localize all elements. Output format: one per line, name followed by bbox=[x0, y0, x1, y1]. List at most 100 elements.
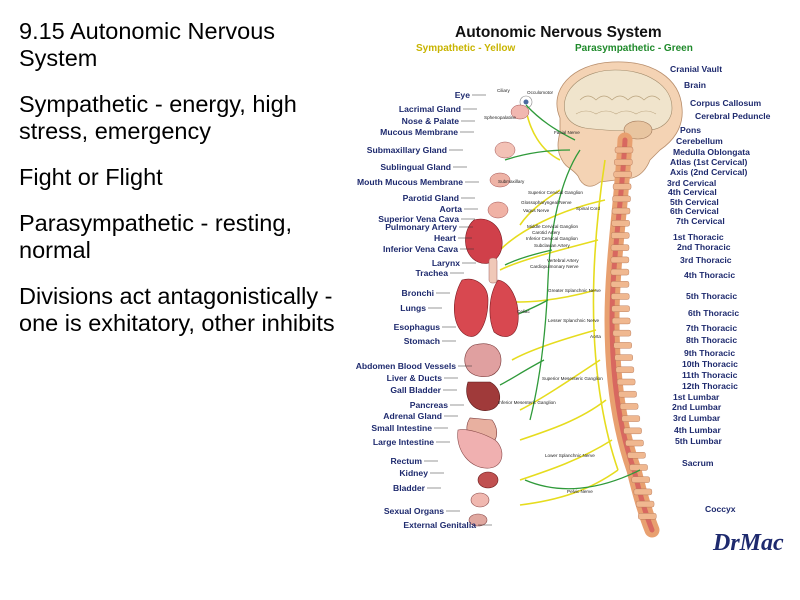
drmac-signature: DrMac bbox=[712, 530, 784, 556]
vertebra bbox=[614, 159, 633, 166]
organ-label: Bladder bbox=[393, 483, 426, 493]
spine-label: 9th Thoracic bbox=[684, 348, 735, 358]
spine-label: 4th Lumbar bbox=[674, 425, 721, 435]
bladder-organ bbox=[470, 492, 490, 508]
nerve-label: Glossopharyngeal Nerve bbox=[521, 200, 572, 205]
spine-label: 1st Thoracic bbox=[673, 232, 724, 242]
spine-label: Corpus Callosum bbox=[690, 98, 762, 108]
spine-label: Pons bbox=[680, 125, 701, 135]
spine-label: 3rd Thoracic bbox=[680, 255, 732, 265]
nose-organ bbox=[494, 141, 516, 159]
organ-label: Bronchi bbox=[402, 288, 434, 298]
nerve-label: Lower Splanchnic Nerve bbox=[545, 453, 595, 458]
nerve-label: Lesser Splanchnic Nerve bbox=[548, 318, 600, 323]
spine-label: Sacrum bbox=[682, 458, 714, 468]
organ-label: Mucous Membrane bbox=[380, 127, 458, 137]
nerve-label: Vertebral Artery bbox=[547, 258, 579, 263]
nerve-label: Cardiopulmonary Nerve bbox=[530, 264, 579, 269]
nerve-label: Inferior Mesenteric Ganglion bbox=[498, 400, 556, 405]
organ-label: Kidney bbox=[399, 468, 428, 478]
vertebra bbox=[612, 329, 632, 337]
organ-label: Sexual Organs bbox=[384, 506, 444, 516]
vertebra bbox=[633, 488, 653, 496]
right-lung bbox=[489, 279, 519, 337]
vertebra bbox=[638, 513, 657, 520]
vertebra bbox=[611, 305, 630, 312]
spine-label: Cerebellum bbox=[676, 136, 723, 146]
organ-label: Liver & Ducts bbox=[387, 373, 443, 383]
bullet-fight-or-flight: Fight or Flight bbox=[19, 164, 163, 190]
legend-sympathetic: Sympathetic - Yellow bbox=[416, 43, 516, 54]
spine-label: Cerebral Peduncle bbox=[695, 111, 771, 121]
organ-label: Pancreas bbox=[410, 400, 448, 410]
vertebra bbox=[613, 171, 632, 178]
vertebra bbox=[611, 207, 631, 215]
spine-label: Coccyx bbox=[705, 504, 736, 514]
bullet-parasympathetic: Parasympathetic - resting, normal bbox=[19, 210, 292, 263]
nerve-label: Carotid Artery bbox=[532, 230, 561, 235]
spine-label: Axis (2nd Cervical) bbox=[670, 167, 748, 177]
organ-label: Heart bbox=[434, 233, 456, 243]
spine-label: 5th Lumbar bbox=[675, 436, 722, 446]
organ-label: Sublingual Gland bbox=[380, 162, 451, 172]
stomach-organ bbox=[464, 343, 502, 377]
trachea-organ bbox=[488, 257, 498, 284]
head-illustration bbox=[519, 61, 683, 187]
nerve-label: Aorta bbox=[590, 334, 601, 339]
vertebra bbox=[612, 183, 632, 190]
nerve-label: Greater Splanchnic Nerve bbox=[548, 288, 601, 293]
vertebra bbox=[635, 500, 655, 508]
organ-label: Lacrimal Gland bbox=[399, 104, 461, 114]
legend-parasympathetic: Parasympathetic - Green bbox=[575, 43, 693, 54]
nerve-label: Middle Cervical Ganglion bbox=[527, 224, 579, 229]
nerve-label: Superior Cervical Ganglion bbox=[528, 190, 583, 195]
vertebra bbox=[625, 439, 644, 447]
vertebra bbox=[631, 476, 650, 483]
bullet-antagonistic: Divisions act antagonistically - one is … bbox=[19, 283, 335, 336]
organ-label: Larynx bbox=[432, 258, 460, 268]
spine-label: Brain bbox=[684, 80, 706, 90]
sexual-organ bbox=[468, 513, 488, 527]
organ-label: Abdomen Blood Vessels bbox=[356, 361, 457, 371]
organ-illustrations bbox=[453, 104, 530, 527]
vertebra bbox=[621, 415, 641, 422]
bullet-sympathetic: Sympathetic - energy, high stress, emerg… bbox=[19, 91, 297, 144]
vertebra bbox=[627, 452, 646, 459]
vertebra bbox=[614, 146, 634, 154]
nerve-label: Celiac bbox=[517, 309, 530, 314]
spine-label: 10th Thoracic bbox=[682, 359, 738, 369]
organ-label: Superior Vena Cava bbox=[378, 214, 459, 224]
spine-label: 3rd Cervical bbox=[667, 178, 716, 188]
nerve-label: Pelvic Nerve bbox=[567, 489, 593, 494]
organ-label: Large Intestine bbox=[373, 437, 434, 447]
vertebra bbox=[611, 317, 631, 325]
spine-label: 7th Thoracic bbox=[686, 323, 737, 333]
nerve-label: Inferior Cervical Ganglion bbox=[526, 236, 578, 241]
nerve-label: Facial Nerve bbox=[554, 130, 580, 135]
left-lung bbox=[453, 278, 489, 337]
sympathetic-nerves bbox=[499, 109, 619, 506]
nerve-label: Subclavian Artery bbox=[534, 243, 570, 248]
spine-label: Cranial Vault bbox=[670, 64, 722, 74]
parotid-organ bbox=[487, 201, 509, 219]
spine-label: 12th Thoracic bbox=[682, 381, 738, 391]
spine-label: 8th Thoracic bbox=[686, 335, 737, 345]
autonomic-nervous-system-diagram: Autonomic Nervous System Sympathetic - Y… bbox=[356, 24, 784, 556]
vertebra bbox=[614, 354, 633, 361]
vertebra bbox=[611, 232, 630, 239]
kidney-organ bbox=[477, 471, 499, 489]
nerve-label: Sphenopalatine bbox=[484, 115, 516, 120]
parasympathetic-nerves bbox=[499, 104, 641, 490]
organ-label: Pulmonary Artery bbox=[385, 222, 457, 232]
organ-label: Inferior Vena Cava bbox=[383, 244, 458, 254]
organ-label: Parotid Gland bbox=[403, 193, 459, 203]
spine-label: 6th Thoracic bbox=[688, 308, 739, 318]
organ-label: Trachea bbox=[416, 268, 449, 278]
nerve-label: Ciliary bbox=[497, 88, 510, 93]
organ-label: Stomach bbox=[404, 336, 440, 346]
organ-label: Rectum bbox=[390, 456, 422, 466]
spine-label: 11th Thoracic bbox=[682, 370, 738, 380]
brain-shape bbox=[564, 69, 673, 132]
